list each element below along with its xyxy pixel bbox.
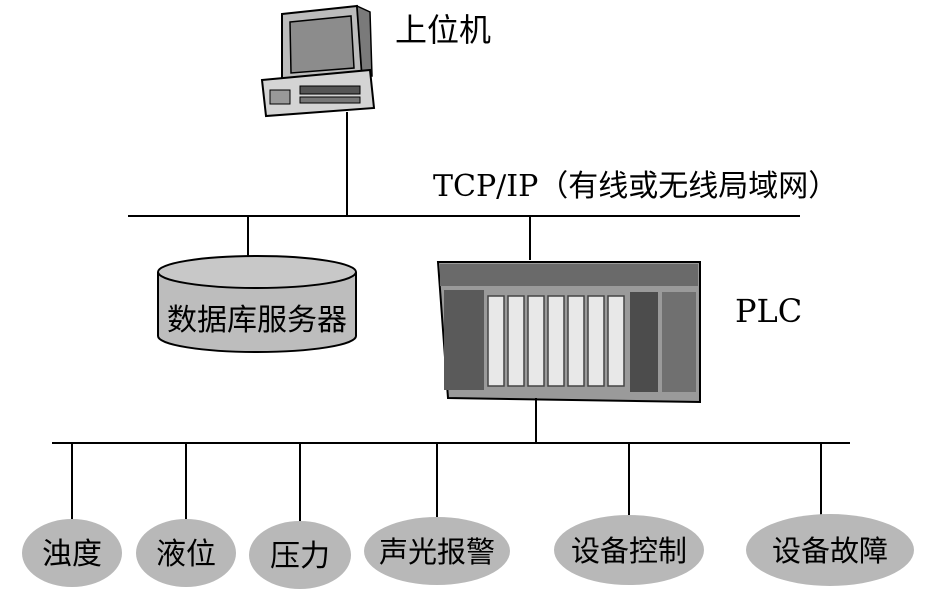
host-label: 上位机 bbox=[395, 11, 491, 49]
device-label: 设备故障 bbox=[772, 534, 888, 568]
device-node-turbidity: 浊度 bbox=[22, 519, 122, 587]
device-label: 声光报警 bbox=[379, 535, 495, 569]
device-label: 液位 bbox=[156, 537, 216, 572]
database-label: 数据库服务器 bbox=[167, 303, 347, 338]
device-label: 压力 bbox=[270, 539, 330, 574]
device-node-equipment-fault: 设备故障 bbox=[746, 514, 914, 586]
database-cylinder-icon bbox=[157, 255, 357, 353]
plc-rack-icon bbox=[436, 261, 701, 404]
device-node-level: 液位 bbox=[136, 519, 236, 587]
network-label: TCP/IP（有线或无线局域网） bbox=[433, 169, 838, 204]
device-node-alarm: 声光报警 bbox=[364, 517, 510, 585]
device-node-equipment-control: 设备控制 bbox=[554, 515, 704, 585]
desktop-computer-icon bbox=[260, 4, 376, 118]
device-label: 设备控制 bbox=[571, 534, 687, 568]
device-label: 浊度 bbox=[42, 537, 102, 572]
device-node-pressure: 压力 bbox=[249, 521, 351, 589]
plc-label: PLC bbox=[735, 292, 802, 330]
